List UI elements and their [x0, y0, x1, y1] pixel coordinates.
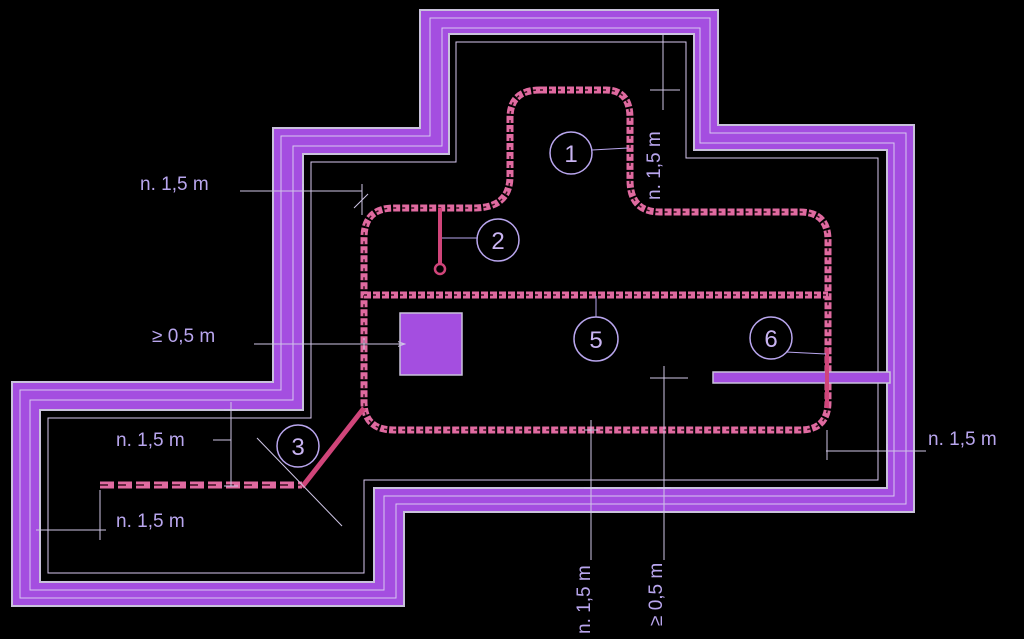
- dimension-lines: [36, 33, 926, 560]
- label-lower-left-vertical: n. 1,5 m: [116, 430, 185, 451]
- marker-6-label: 6: [764, 326, 777, 353]
- label-left-mid: ≥ 0,5 m: [152, 326, 215, 347]
- wall-stub: [712, 371, 891, 384]
- obstacle-square: [399, 312, 463, 376]
- marker-6: 6: [749, 316, 827, 360]
- marker-2-label: 2: [491, 228, 504, 255]
- wall-inner-line-1: [19, 17, 907, 599]
- marker-2: 2: [442, 218, 520, 262]
- door-3-dim-line: [256, 437, 343, 527]
- label-bottom-b: ≥ 0,5 m: [646, 563, 667, 626]
- label-bottom-left: n. 1,5 m: [116, 511, 185, 532]
- building-wall: [11, 9, 915, 607]
- route-outline-core: [363, 89, 829, 431]
- marker-3: 3: [276, 424, 320, 468]
- marker-5-label: 5: [589, 327, 602, 354]
- marker-5: 5: [573, 296, 619, 362]
- accessible-route: [100, 86, 832, 489]
- marker-3-label: 3: [291, 434, 304, 461]
- marker-1-label: 1: [564, 141, 577, 168]
- door-3-ramp: [300, 406, 366, 489]
- wall-inner-edge: [39, 33, 888, 583]
- dim-left-top-slash: [353, 193, 369, 209]
- label-top-right-vertical: n. 1,5 m: [644, 131, 665, 200]
- pole-2-head: [433, 262, 447, 276]
- dimension-labels: n. 1,5 m n. 1,5 m ≥ 0,5 m n. 1,5 m n. 1,…: [116, 131, 997, 634]
- objects: [256, 208, 891, 527]
- wall-inner-line-3: [47, 41, 879, 574]
- wall-inner-line-2: [29, 27, 895, 591]
- label-bottom-a: n. 1,5 m: [574, 565, 595, 634]
- marker-1: 1: [549, 131, 629, 175]
- label-right: n. 1,5 m: [928, 429, 997, 450]
- label-left-top: n. 1,5 m: [140, 174, 209, 195]
